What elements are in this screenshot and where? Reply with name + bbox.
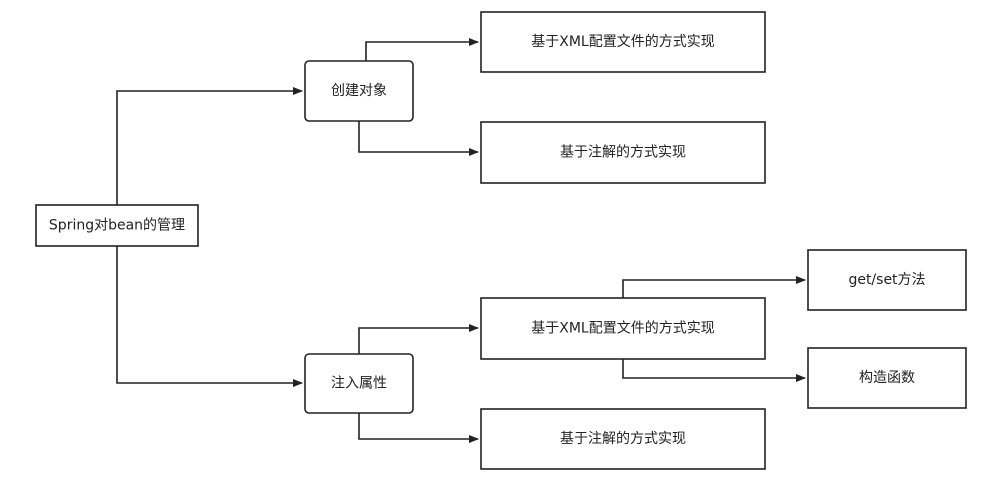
inject-property-node-label: 注入属性	[331, 376, 387, 392]
constructor-node-label: 构造函数	[859, 370, 915, 386]
inject-xml-node[interactable]: 基于XML配置文件的方式实现	[480, 297, 766, 360]
inject-property-node[interactable]: 注入属性	[304, 353, 414, 414]
root-node-label: Spring对bean的管理	[49, 218, 185, 234]
constructor-node[interactable]: 构造函数	[807, 347, 967, 409]
edge-inject-to-xml	[358, 324, 479, 354]
root-node[interactable]: Spring对bean的管理	[35, 204, 199, 247]
create-annotation-node[interactable]: 基于注解的方式实现	[480, 121, 766, 184]
edge-inject-to-annotation	[358, 413, 479, 443]
create-xml-node[interactable]: 基于XML配置文件的方式实现	[480, 11, 766, 73]
edge-xml-to-getset	[622, 276, 806, 298]
create-xml-node-label: 基于XML配置文件的方式实现	[531, 33, 714, 50]
inject-annotation-node[interactable]: 基于注解的方式实现	[480, 408, 766, 470]
edge-root-to-inject	[116, 246, 303, 387]
getset-method-node-label: get/set方法	[848, 272, 925, 288]
inject-xml-node-label: 基于XML配置文件的方式实现	[531, 320, 714, 337]
getset-method-node[interactable]: get/set方法	[807, 249, 967, 311]
edge-create-to-xml	[365, 38, 479, 61]
edge-xml-to-constructor	[622, 359, 806, 382]
create-object-node-label: 创建对象	[331, 83, 387, 99]
inject-annotation-node-label: 基于注解的方式实现	[560, 430, 686, 447]
create-annotation-node-label: 基于注解的方式实现	[560, 144, 686, 161]
edge-root-to-create	[116, 87, 303, 205]
create-object-node[interactable]: 创建对象	[304, 60, 414, 122]
edge-create-to-annotation	[358, 121, 479, 156]
